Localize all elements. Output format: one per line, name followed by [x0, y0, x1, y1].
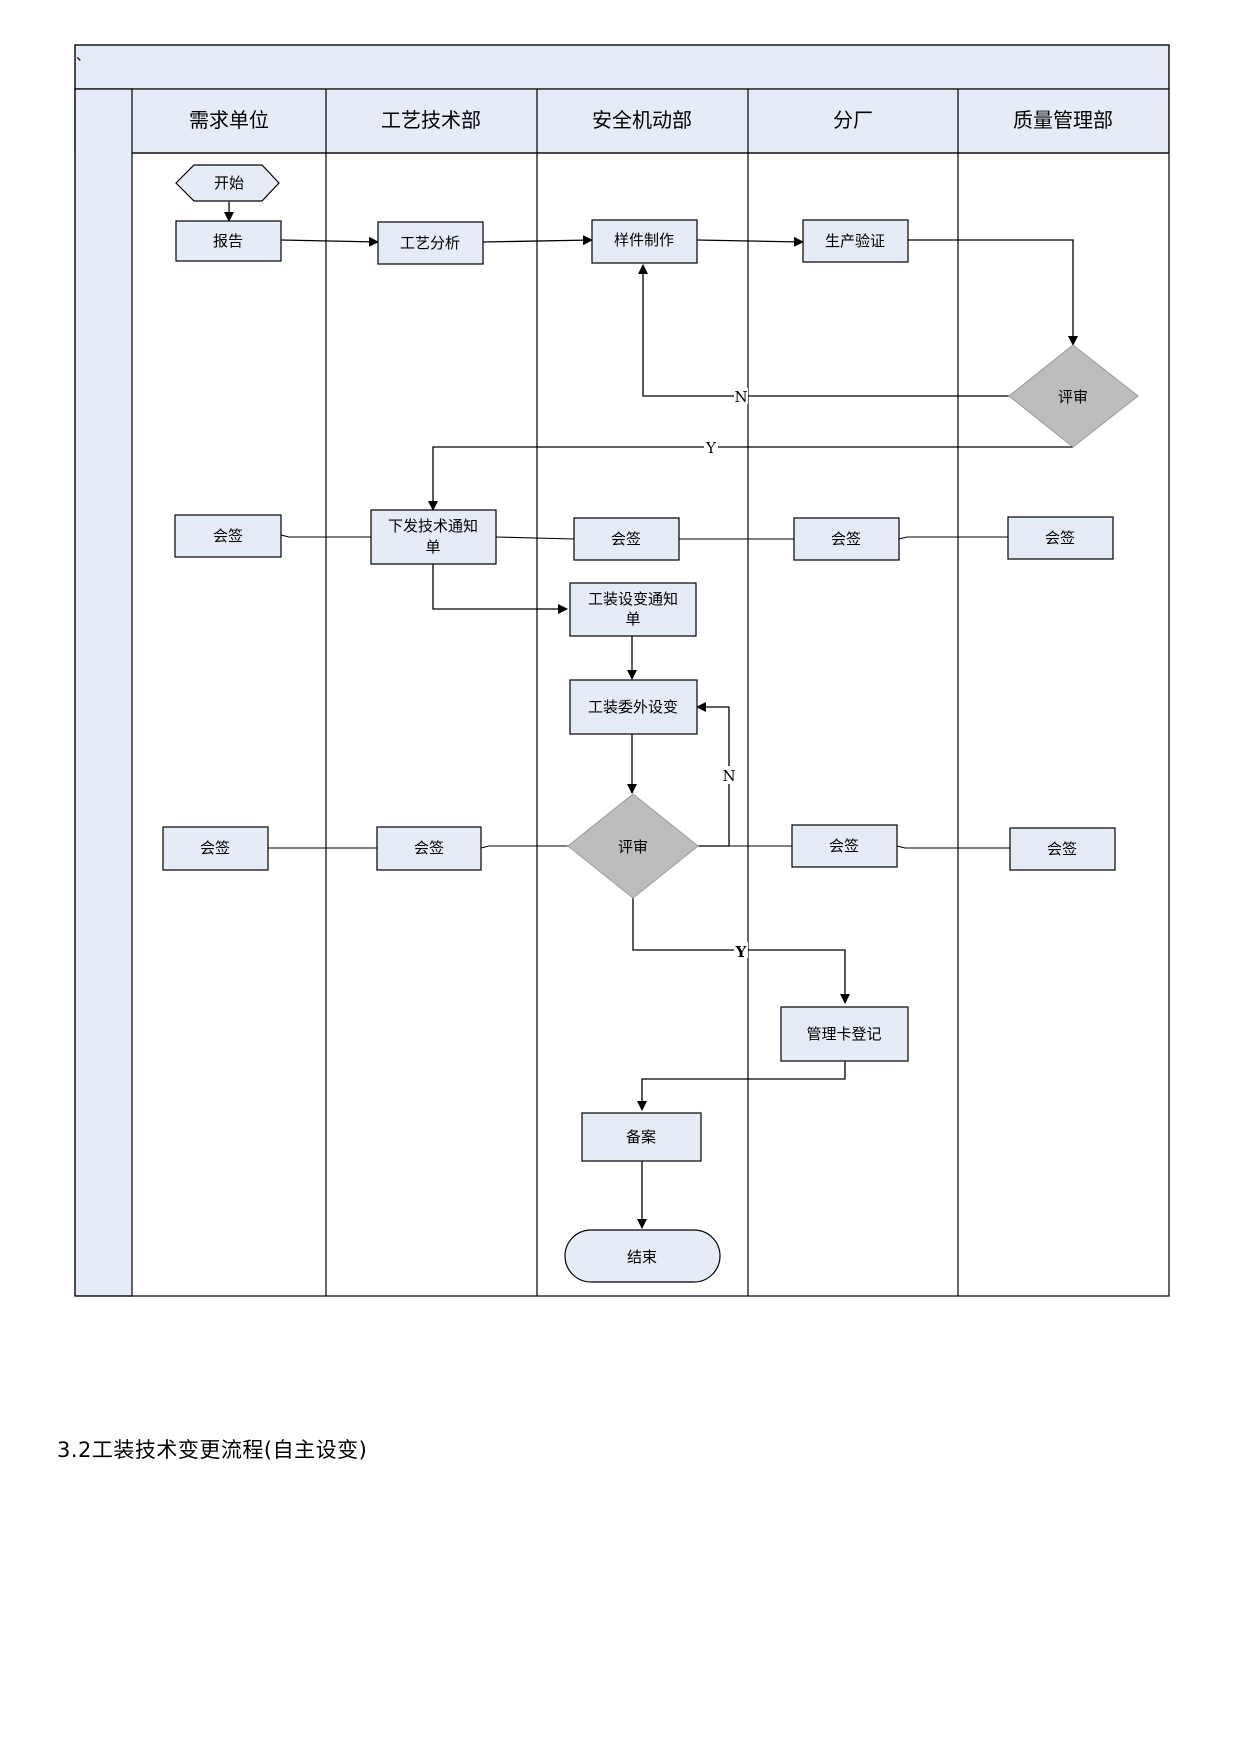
countersign-factory-2 [791, 824, 898, 868]
production-verify-label: 生产验证 [825, 232, 885, 250]
process-analysis-box [377, 221, 484, 265]
end-label: 结束 [627, 1248, 657, 1266]
edge-review1-yes [428, 446, 1073, 511]
edge-label-review1-yes: Y [705, 439, 717, 457]
countersign-process-2 [376, 826, 482, 871]
countersign-label: 会签 [200, 839, 230, 857]
issue-notice-box [370, 509, 497, 565]
edge-sample-verify [696, 236, 804, 247]
management-card-label: 管理卡登记 [806, 1025, 881, 1043]
countersign-label: 会签 [1045, 529, 1075, 547]
tooling-notice-label-2: 单 [625, 610, 640, 628]
left-spine [74, 88, 133, 1297]
edge-verify-review1 [908, 239, 1078, 346]
edge-review1-no [638, 264, 1009, 397]
section-caption: 3.2工装技术变更流程(自主设变) [57, 1438, 368, 1462]
archive-label: 备案 [626, 1128, 656, 1146]
start-node [175, 164, 280, 202]
outsourced-change-box [569, 679, 698, 735]
lane-header-quality-mgmt: 质量管理部 [1013, 108, 1113, 132]
countersign-line-row1 [280, 534, 371, 538]
sample-making-label: 样件制作 [614, 231, 674, 249]
countersign-label: 会签 [831, 530, 861, 548]
countersign-quality-2 [1009, 827, 1116, 871]
countersign-demand-2 [162, 826, 269, 871]
countersign-factory-1 [793, 517, 900, 561]
report-label: 报告 [213, 232, 243, 250]
lane-header-branch-factory: 分厂 [833, 108, 873, 132]
sample-making-box [591, 219, 698, 264]
review1-label: 评审 [1058, 388, 1088, 406]
edge-label-review2-yes: Y [735, 943, 747, 961]
countersign-line-row2 [480, 845, 568, 849]
title-mark: 、 [76, 48, 90, 64]
edge-analysis-sample [482, 235, 593, 246]
lane-header-process-tech: 工艺技术部 [381, 108, 481, 132]
issue-notice-label-1: 下发技术通知 [388, 517, 478, 535]
countersign-line-row1 [495, 536, 575, 540]
countersign-label: 会签 [213, 527, 243, 545]
countersign-label: 会签 [1047, 840, 1077, 858]
lane-header-band [74, 88, 1170, 154]
edge-label-review2-no: N [722, 767, 735, 785]
title-band [74, 44, 1170, 90]
countersign-line-row1 [898, 536, 1008, 540]
edge-label-review1-no: N [734, 388, 747, 406]
countersign-quality-1 [1007, 516, 1114, 560]
review1-diamond [1008, 344, 1139, 448]
edge-card-archive [637, 1061, 846, 1111]
countersign-line-row2 [896, 845, 1010, 849]
production-verify-box [802, 219, 909, 263]
tooling-notice-label-1: 工装设变通知 [588, 590, 678, 608]
edge-report-analysis [280, 236, 379, 247]
issue-notice-label-2: 单 [425, 538, 440, 556]
frame-border [74, 44, 1170, 1297]
countersign-label: 会签 [611, 530, 641, 548]
review2-diamond [567, 793, 699, 899]
start-label: 开始 [214, 174, 244, 192]
lane-header-safety-mech: 安全机动部 [592, 108, 692, 132]
process-analysis-label: 工艺分析 [400, 234, 460, 252]
tooling-notice-box [569, 582, 697, 637]
countersign-safety-1 [573, 517, 680, 561]
countersign-demand-1 [174, 514, 282, 558]
edge-notice-tooling [432, 564, 568, 614]
report-box [175, 220, 282, 262]
outsourced-change-label: 工装委外设变 [588, 698, 678, 716]
lane-header-demand-unit: 需求单位 [189, 108, 269, 132]
management-card-box [780, 1006, 909, 1062]
end-node [564, 1229, 721, 1283]
countersign-label: 会签 [829, 837, 859, 855]
countersign-label: 会签 [414, 839, 444, 857]
archive-box [581, 1112, 702, 1162]
review2-label: 评审 [618, 838, 648, 856]
